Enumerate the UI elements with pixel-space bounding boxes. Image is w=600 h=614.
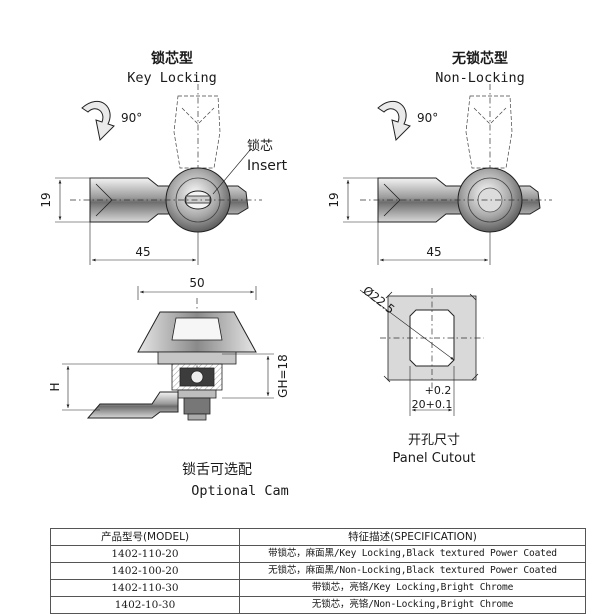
table-row: 1402-10-30 无锁芯，亮铬/Non-Locking,Bright Chr…	[50, 596, 586, 614]
panel-cutout-view: Ø22.5 +0.2 20+0.1 开孔尺寸 Panel Cutout	[359, 283, 484, 466]
side-view: 50 H GH=18 锁舌可选配 Optional Cam	[48, 276, 290, 499]
panel-cutout-caption-en: Panel Cutout	[393, 451, 476, 466]
technical-drawing: 锁芯型 Key Locking 90° 锁芯 Insert 19	[39, 50, 552, 499]
key-locking-rotation: 90°	[121, 111, 142, 125]
table-row: 1402-100-20 无锁芯，麻面黑/Non-Locking,Black te…	[50, 562, 586, 580]
non-locking-title-cn: 无锁芯型	[451, 50, 508, 67]
side-view-h-label: H	[48, 382, 62, 391]
table-row: 1402-110-20 带锁芯，麻面黑/Key Locking,Black te…	[50, 545, 586, 563]
cutout-tolerance: +0.2	[425, 384, 452, 397]
cutout-width: 20+0.1	[412, 398, 453, 411]
spec-cell: 带锁芯，亮铬/Key Locking,Bright Chrome	[239, 579, 586, 597]
optional-cam-caption-cn: 锁舌可选配	[182, 462, 252, 478]
non-locking-width-dim: 45	[426, 245, 441, 259]
model-cell: 1402-110-20	[50, 545, 240, 563]
non-locking-title-en: Non-Locking	[435, 70, 524, 86]
table-row: 1402-110-30 带锁芯，亮铬/Key Locking,Bright Ch…	[50, 579, 586, 597]
spec-cell: 带锁芯，麻面黑/Key Locking,Black textured Power…	[239, 545, 586, 563]
rotate-arrow-icon	[81, 100, 115, 142]
key-locking-view: 锁芯型 Key Locking 90° 锁芯 Insert 19	[39, 50, 288, 265]
optional-cam-caption-en: Optional Cam	[191, 483, 289, 499]
model-cell: 1402-110-30	[50, 579, 240, 597]
key-locking-title-cn: 锁芯型	[151, 50, 193, 67]
side-view-width-dim: 50	[189, 276, 204, 290]
insert-label-en: Insert	[247, 158, 288, 174]
non-locking-rotation: 90°	[417, 111, 438, 125]
key-locking-width-dim: 45	[135, 245, 150, 259]
side-view-gh-label: GH=18	[276, 354, 290, 398]
model-column-header: 产品型号(MODEL)	[50, 528, 240, 546]
non-locking-view: 无锁芯型 Non-Locking 90° 19 45	[327, 50, 552, 265]
spec-cell: 无锁芯，亮铬/Non-Locking,Bright Chrome	[239, 596, 586, 614]
rotate-arrow-icon-2	[377, 100, 411, 142]
insert-label-cn: 锁芯	[247, 138, 273, 154]
panel-cutout-caption-cn: 开孔尺寸	[408, 433, 460, 448]
key-locking-height-dim: 19	[39, 192, 53, 207]
table-header-row: 产品型号(MODEL) 特征描述(SPECIFICATION)	[50, 528, 586, 546]
specification-table: 产品型号(MODEL) 特征描述(SPECIFICATION) 1402-110…	[50, 528, 586, 614]
spec-column-header: 特征描述(SPECIFICATION)	[239, 528, 586, 546]
model-cell: 1402-100-20	[50, 562, 240, 580]
non-locking-height-dim: 19	[327, 192, 341, 207]
model-cell: 1402-10-30	[50, 596, 240, 614]
spec-cell: 无锁芯，麻面黑/Non-Locking,Black textured Power…	[239, 562, 586, 580]
key-locking-title-en: Key Locking	[127, 70, 216, 86]
